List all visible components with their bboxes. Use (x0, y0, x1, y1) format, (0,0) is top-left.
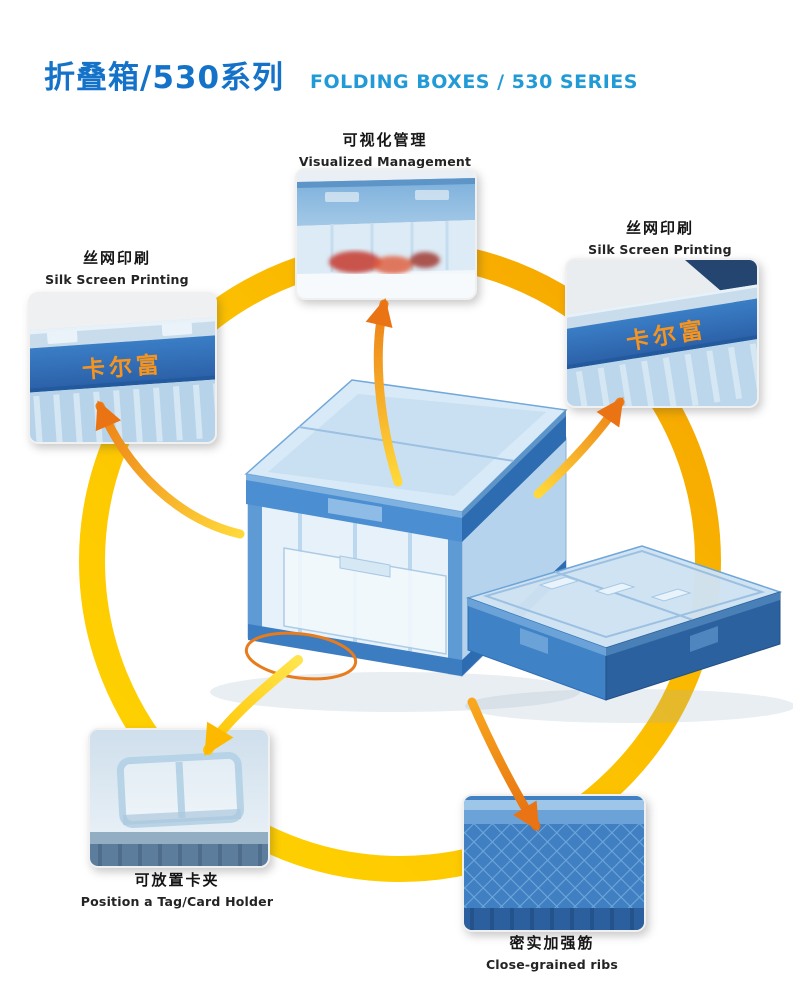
callout-silk-right-label-en: Silk Screen Printing (588, 242, 732, 257)
card-holder-frame (116, 751, 245, 828)
callout-card-holder-labels: 可放置卡夹 Position a Tag/Card Holder (75, 869, 279, 909)
callout-card-holder-image (88, 728, 270, 868)
brand-print-left: 卡尔富 (81, 351, 164, 384)
callout-visualized-label-zh: 可视化管理 (342, 131, 428, 149)
product-box-assembled (244, 379, 568, 678)
card-slot-highlight-ellipse (244, 631, 358, 681)
box-shadow-right (465, 689, 793, 723)
callout-card-holder-label-zh: 可放置卡夹 (134, 871, 220, 889)
page-title: 折叠箱/530系列 (44, 60, 285, 96)
callout-silk-left-image: 卡尔富 (28, 292, 217, 444)
callout-card-holder-label-en: Position a Tag/Card Holder (80, 894, 274, 909)
callout-silk-left-label-zh: 丝网印刷 (82, 249, 151, 267)
callout-ribs-labels: 密实加强筋 Close-grained ribs (450, 932, 654, 972)
callout-ribs-image (462, 794, 646, 932)
arrow-to-silk-right (533, 396, 625, 499)
callout-ribs-label-zh: 密实加强筋 (509, 934, 595, 952)
arrow-to-visualized (365, 298, 403, 487)
product-box-folded (465, 545, 783, 701)
callout-silk-left-label-en: Silk Screen Printing (45, 272, 189, 287)
callout-visualized-labels: 可视化管理 Visualized Management (283, 129, 487, 169)
callout-visualized-label-en: Visualized Management (298, 154, 472, 169)
callout-silk-right-image: 卡尔富 (565, 258, 759, 408)
page-header: 折叠箱/530系列 FOLDING BOXES / 530 SERIES (44, 52, 638, 97)
visible-contents (329, 251, 440, 274)
box-shadow-left (210, 672, 580, 712)
callout-visualized-image (295, 168, 477, 300)
callout-silk-right-labels: 丝网印刷 Silk Screen Printing (558, 217, 762, 257)
page-subtitle: FOLDING BOXES / 530 SERIES (310, 71, 638, 93)
callout-silk-right-label-zh: 丝网印刷 (625, 219, 694, 237)
callout-silk-left-labels: 丝网印刷 Silk Screen Printing (15, 247, 219, 287)
callout-ribs-label-en: Close-grained ribs (485, 957, 619, 972)
